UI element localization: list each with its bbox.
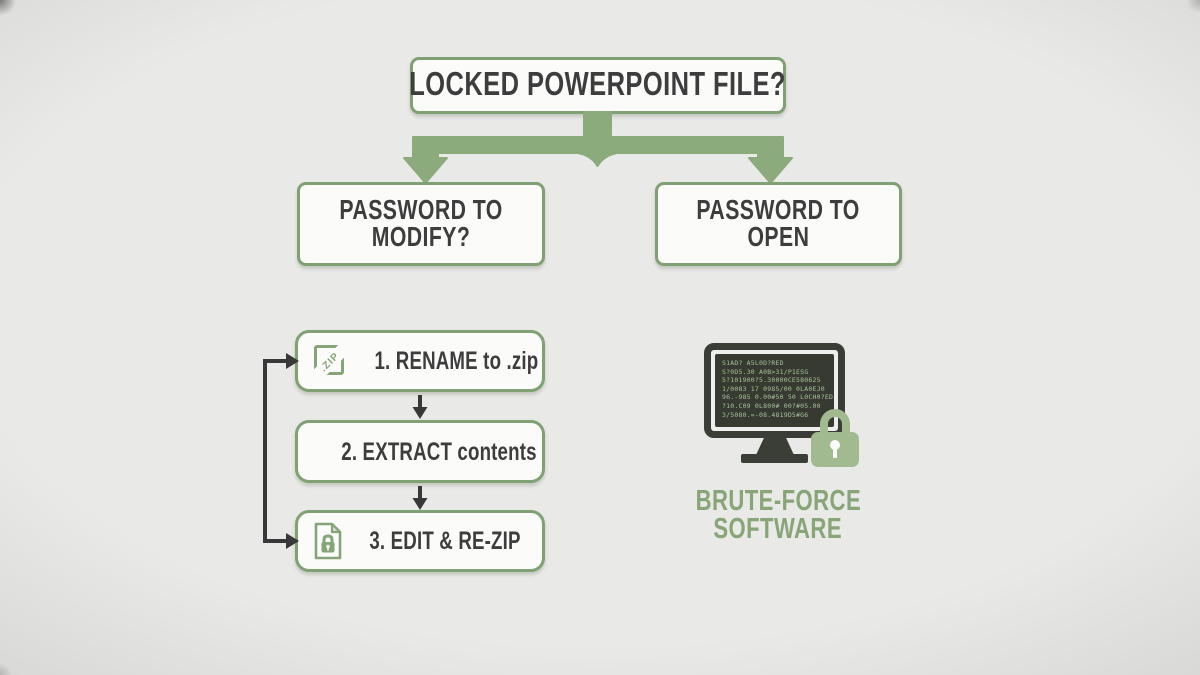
screen-line: 1/0083 17 0985/00 0LA0EJ0 xyxy=(722,384,825,393)
screen-line: 5?101900?5.30000CE580625 xyxy=(722,376,821,385)
brute-force-label: BRUTE-FORCE SOFTWARE xyxy=(695,483,861,545)
screen-line: 96.-985 0.00#50 50 L0CH0?ED xyxy=(722,393,834,402)
screen-line: S1AD? A5L0D?RED xyxy=(722,359,784,367)
monitor-stand-base xyxy=(741,454,808,463)
screen-line: S?0D5.30 A0B>31/P1ESG xyxy=(722,367,809,376)
padlock-icon xyxy=(811,409,859,467)
